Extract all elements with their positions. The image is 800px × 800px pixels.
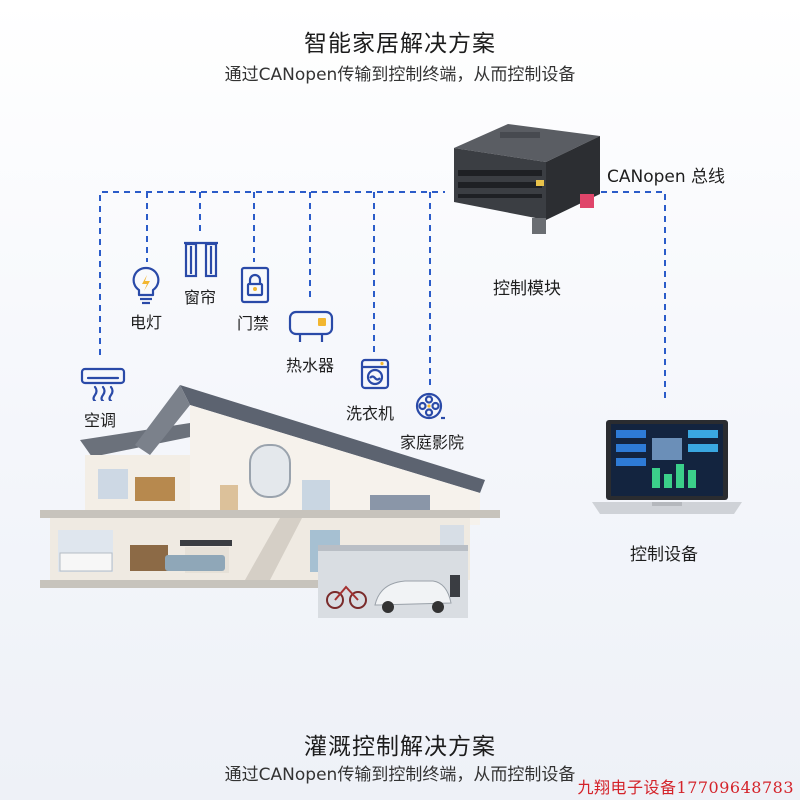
footer-title: 灌溉控制解决方案 [304,734,496,760]
control-module-image [454,124,600,234]
washing-machine-icon [360,358,390,390]
page-subtitle: 通过CANopen传输到控制终端，从而控制设备 [224,65,576,85]
page-title: 智能家居解决方案 [304,31,496,57]
control-device-label: 控制设备 [630,545,698,565]
water-heater-icon [288,310,334,342]
laptop-image [592,420,742,514]
control-module-label: 控制模块 [493,279,561,299]
device-label-lamp: 电灯 [130,313,163,332]
air-conditioner-icon [80,367,126,401]
light-bulb-icon [132,266,160,305]
device-label-door-lock: 门禁 [237,314,270,333]
film-reel-icon [415,392,445,420]
device-label-curtain: 窗帘 [184,288,217,307]
device-label-water-heater: 热水器 [286,356,335,375]
house-cutaway-illustration [40,385,500,618]
bus-label: CANopen 总线 [607,167,726,187]
footer-subtitle: 通过CANopen传输到控制终端，从而控制设备 [224,765,576,785]
device-label-washer: 洗衣机 [346,404,395,423]
device-label-theater: 家庭影院 [400,433,465,452]
curtain-icon [184,241,218,278]
bus-to-device-line [590,191,666,398]
watermark-text: 九翔电子设备17709648783 [577,778,794,797]
device-label-ac: 空调 [84,411,117,430]
door-lock-icon [240,266,270,304]
